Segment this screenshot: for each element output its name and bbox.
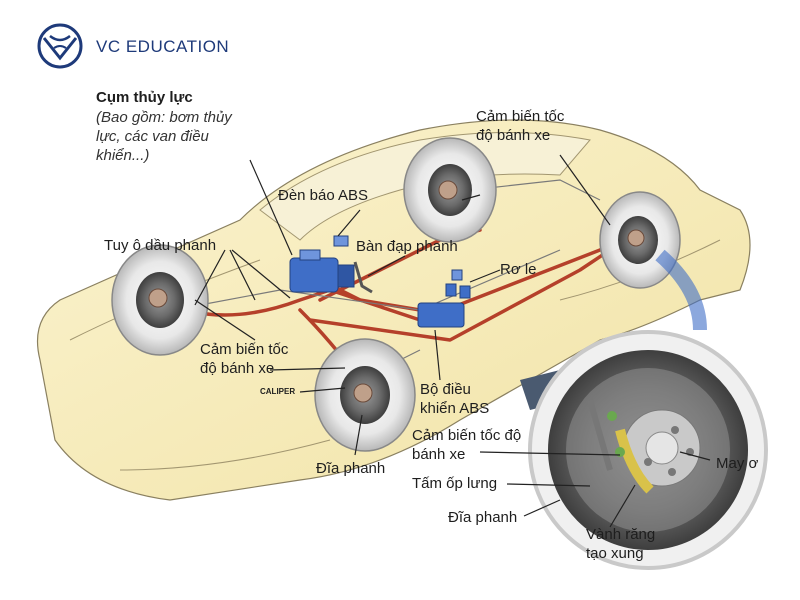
- front-wheel-speed-sensor-label-line2: độ bánh xe: [200, 360, 275, 377]
- abs-warning-light-label: Đèn báo ABS: [278, 187, 369, 204]
- relays: [445, 269, 471, 299]
- tone-ring-label-line1: Vành răng: [586, 526, 656, 543]
- rear-wheel-speed-sensor-label-line1: Cảm biến tốc: [476, 108, 565, 125]
- wheel-rear-right: [599, 191, 707, 331]
- abs-controller-label-line2: khiển ABS: [420, 400, 490, 417]
- detail-brake-disc-label: Đĩa phanh: [448, 509, 518, 526]
- brake-pedal: [353, 261, 373, 294]
- front-brake-disc-label: Đĩa phanh: [316, 460, 386, 477]
- hydraulic-unit: [289, 249, 355, 293]
- hydraulic-unit-desc-line3: khiển...): [96, 147, 150, 164]
- abs-controller-label-line1: Bộ điều: [420, 381, 471, 398]
- brand-name: VC EDUCATION: [96, 37, 230, 56]
- abs-warning-light: [333, 235, 349, 247]
- hydraulic-unit-desc-line2: lực, các van điều: [96, 128, 209, 145]
- detail-speed-sensor-label-line2: bánh xe: [412, 446, 466, 463]
- rear-wheel-speed-sensor-label-line2: độ bánh xe: [476, 127, 551, 144]
- vc-education-logo-icon: [37, 23, 83, 69]
- tone-ring-label-line2: tạo xung: [586, 545, 644, 562]
- front-wheel-speed-sensor-label-line1: Cảm biến tốc: [200, 341, 289, 358]
- hydraulic-unit-title: Cụm thủy lực: [96, 89, 193, 106]
- abs-controller: [417, 302, 465, 328]
- brake-pedal-label: Bàn đạp phanh: [356, 238, 458, 255]
- hydraulic-unit-desc-line1: (Bao gồm: bơm thủy: [96, 109, 232, 126]
- hub-label: May ơ: [716, 455, 759, 472]
- backing-plate-label: Tấm ốp lưng: [412, 475, 498, 492]
- wheel-rear-left: [403, 137, 497, 243]
- brake-lines-label: Tuy ô dầu phanh: [104, 237, 217, 254]
- wheel-front-left: [111, 244, 209, 356]
- wheel-detail-closeup: [520, 330, 768, 570]
- relay-label: Rơ le: [500, 261, 537, 278]
- caliper-label: CALIPER: [260, 387, 296, 396]
- leader-lines: [194, 154, 711, 528]
- detail-speed-sensor-label-line1: Cảm biến tốc độ: [412, 427, 522, 444]
- wheel-front-right: [314, 338, 416, 452]
